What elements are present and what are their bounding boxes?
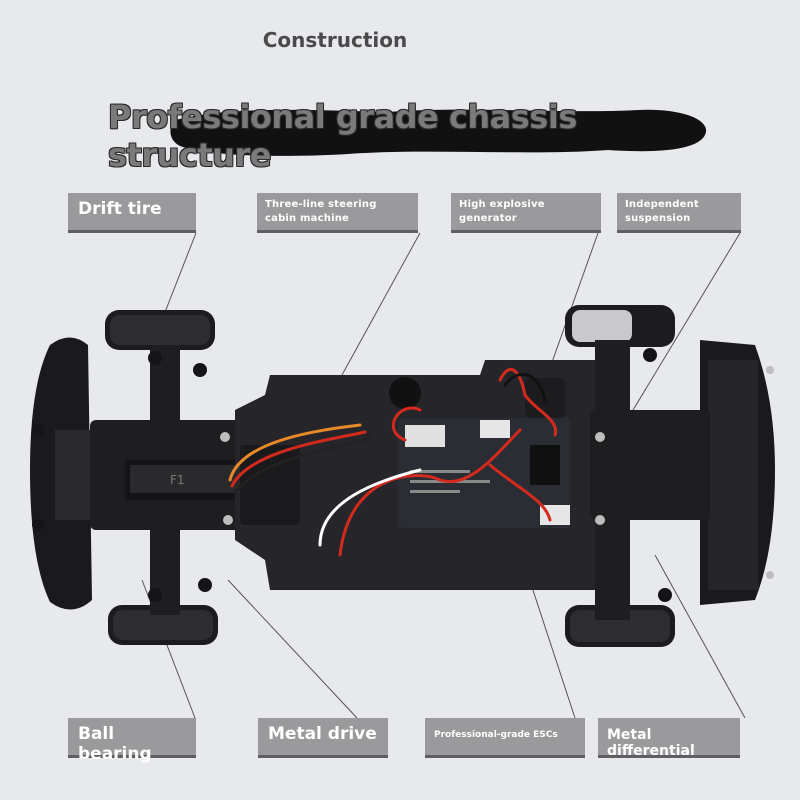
brush-stroke-background [170, 109, 707, 156]
wires [228, 367, 558, 557]
f1-marking: F1 [170, 473, 185, 487]
wheel-rear-top [565, 305, 675, 347]
label-suspension: Independent suspension [617, 193, 741, 233]
label-escs: Professional-grade ESCs [425, 718, 585, 758]
label-metal-differential: Metal differential [598, 718, 740, 759]
header-subtitle: Professional grade chassis structure [108, 98, 577, 174]
label-steering-machine: Three-line steering cabin machine [257, 193, 418, 233]
wheel-front-bottom [108, 605, 218, 645]
label-metal-drive: Metal drive [258, 718, 388, 758]
label-generator: High explosive generator [451, 193, 601, 233]
label-ball-bearing: Ball bearing [68, 718, 196, 764]
label-drift-tire: Drift tire [68, 193, 196, 233]
header-title: Construction [262, 28, 408, 52]
wheel-front-top [105, 310, 215, 350]
